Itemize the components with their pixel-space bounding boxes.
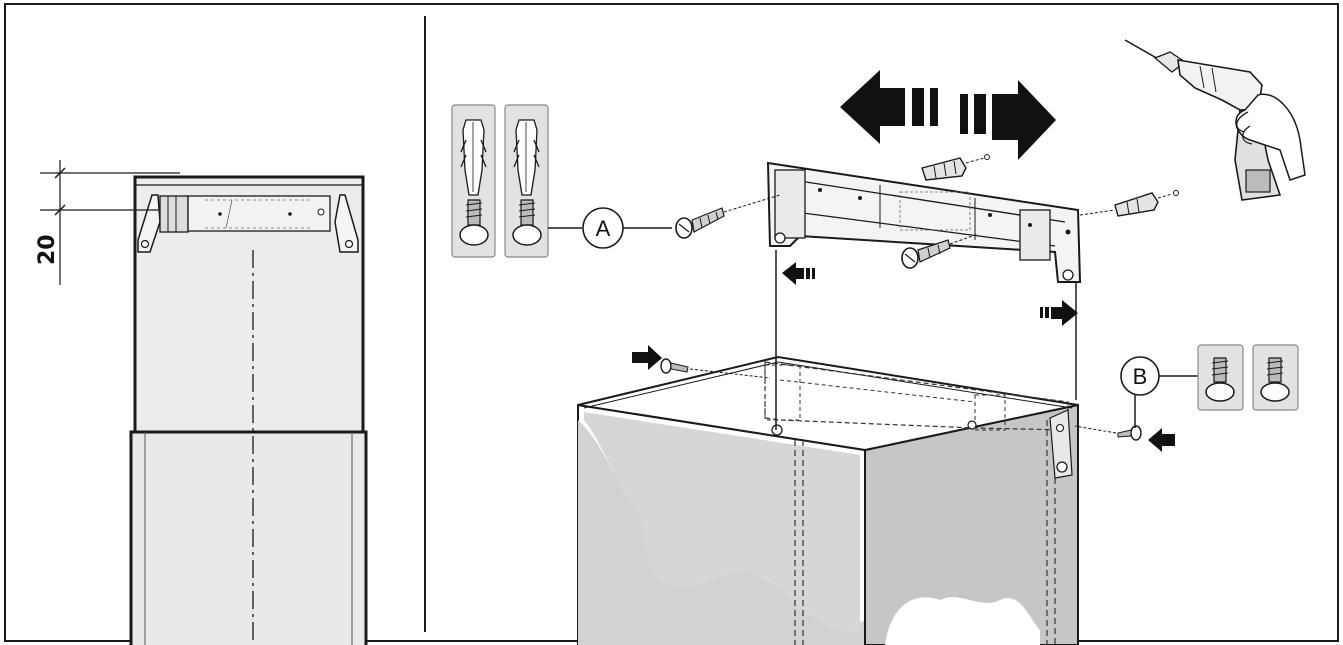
screw-icon <box>1260 357 1290 402</box>
screw-icon <box>1205 357 1235 402</box>
screw-icon <box>901 233 979 269</box>
move-right-arrow-icon <box>632 345 662 370</box>
left-panel: 20 <box>35 160 368 645</box>
parts-panel-a <box>451 104 582 258</box>
wall-bracket <box>766 161 1082 283</box>
screw-icon <box>459 199 489 246</box>
callout-a-label: A <box>596 216 611 241</box>
wall-plug-icon <box>921 154 990 181</box>
screw-icon <box>675 194 781 239</box>
wall-plug-icon <box>1079 190 1179 217</box>
screw-icon <box>1074 425 1142 441</box>
move-right-arrow-icon <box>1040 300 1078 326</box>
callout-a: A <box>582 207 672 249</box>
callout-b: B <box>1120 356 1198 428</box>
move-left-arrow-icon <box>782 262 815 285</box>
wall-plug-icon <box>513 119 540 196</box>
dimension-marker <box>40 160 180 285</box>
cabinet <box>577 355 1079 645</box>
right-panel: A B <box>451 39 1306 645</box>
left-bracket <box>137 194 359 253</box>
parts-panel-b <box>1197 344 1299 411</box>
callout-b-label: B <box>1133 364 1148 389</box>
drill-icon <box>1124 39 1306 201</box>
lower-chimney <box>129 430 368 645</box>
move-left-arrow-icon <box>1148 428 1175 452</box>
move-left-arrow-icon <box>840 70 938 144</box>
screw-icon <box>512 199 542 246</box>
wall-plug-icon <box>460 119 487 196</box>
dimension-label: 20 <box>35 234 60 265</box>
move-right-arrow-icon <box>960 80 1056 160</box>
screw-icon <box>660 358 771 379</box>
